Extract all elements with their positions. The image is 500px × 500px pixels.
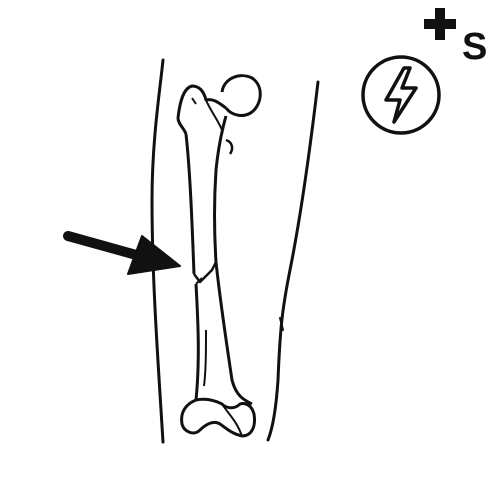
arrow-shaft [63, 231, 145, 261]
femur-neck [176, 84, 227, 135]
logo-letter: S [462, 26, 488, 68]
brand-logo: S [420, 4, 498, 70]
femoral-head [220, 74, 262, 117]
shaft-left-upper [184, 133, 196, 275]
leg-outline-right-notch [279, 317, 284, 331]
distal-condyles [180, 397, 256, 438]
plus-icon [424, 8, 456, 40]
leg-outline-left [150, 58, 165, 444]
lesser-trochanter [225, 138, 234, 155]
arrow-head [127, 235, 181, 275]
lightning-bolt-icon [361, 55, 441, 135]
arrow-icon [63, 231, 181, 275]
femur-bone-icon [176, 74, 262, 438]
shaft-right-upper [213, 115, 228, 263]
shaft-left-lower [194, 283, 200, 401]
trochanter-detail [191, 97, 197, 105]
shaft-inner-line [203, 329, 207, 387]
shaft-right-lower [214, 261, 253, 406]
neck-detail [205, 99, 223, 131]
leg-outline-right [266, 80, 320, 442]
condyle-detail [221, 403, 243, 437]
fracture-gap [195, 277, 203, 285]
fracture-line [193, 261, 218, 284]
